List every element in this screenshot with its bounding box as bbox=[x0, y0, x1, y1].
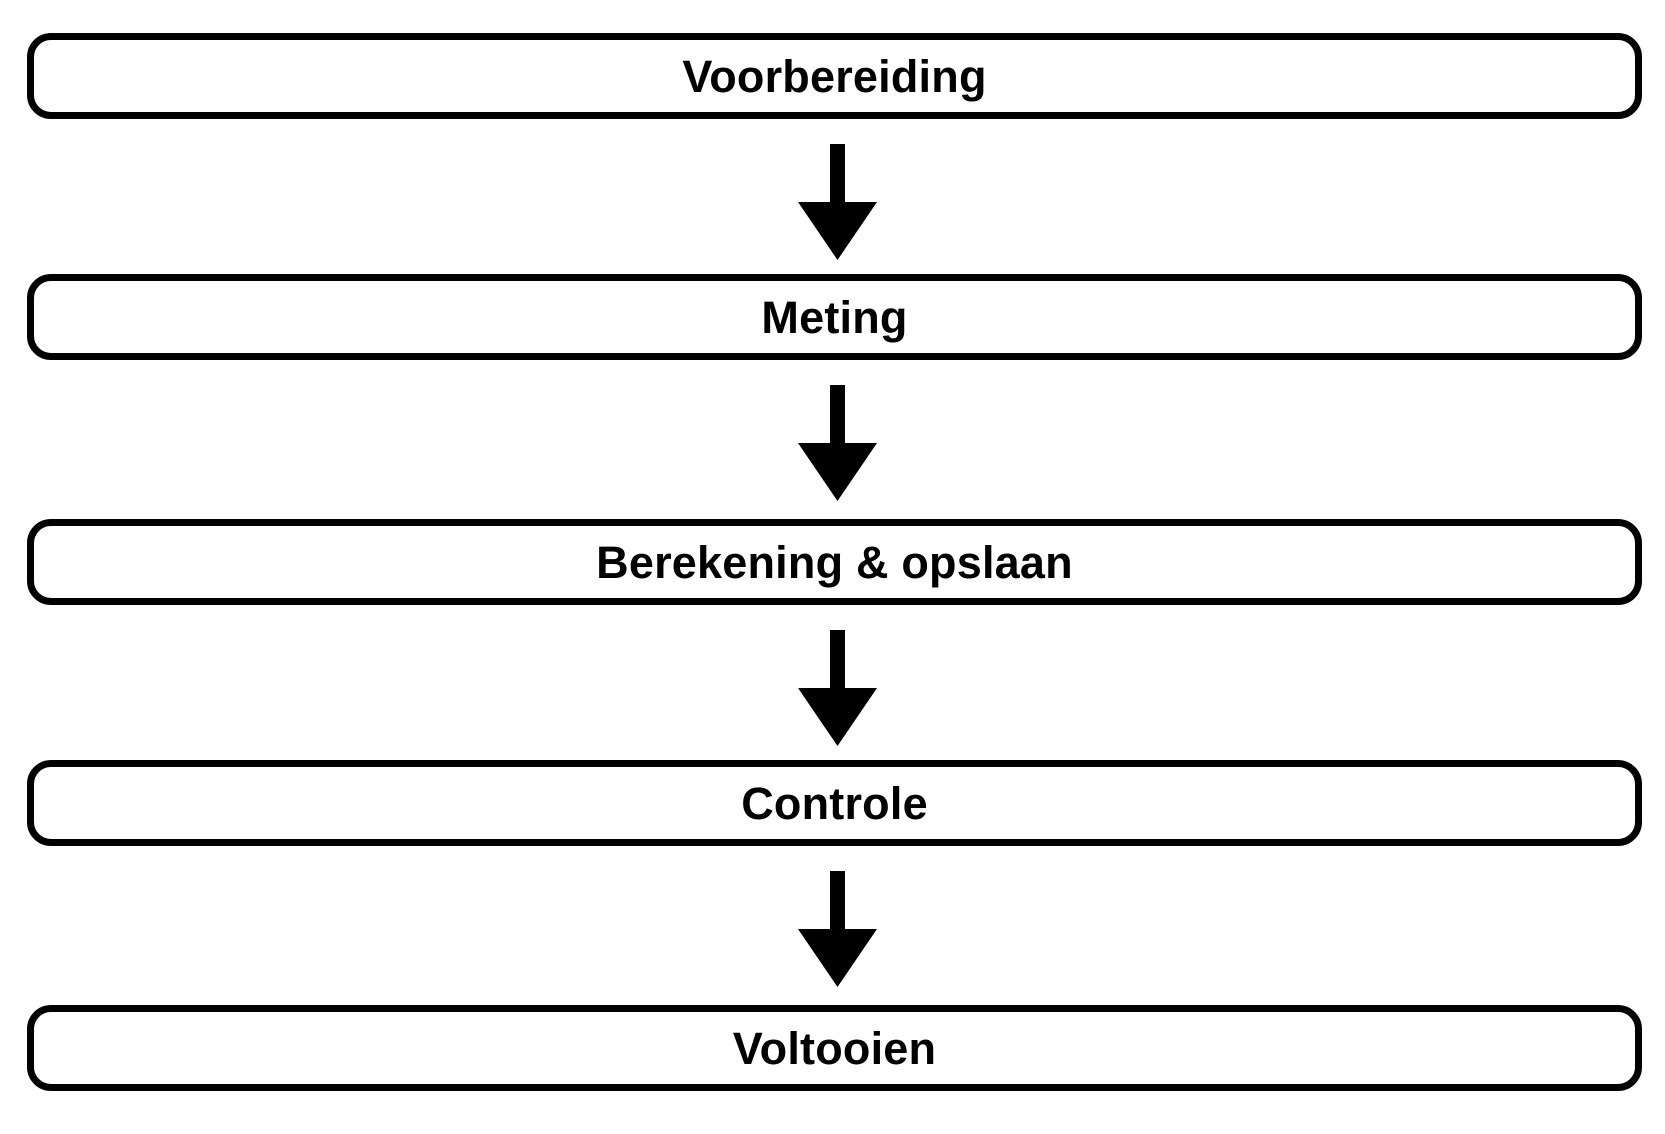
down-arrow-icon bbox=[798, 385, 877, 501]
flow-arrow-2 bbox=[798, 385, 877, 501]
down-arrow-icon bbox=[798, 871, 877, 987]
flow-arrow-4 bbox=[798, 871, 877, 987]
flow-node-label: Controle bbox=[741, 777, 928, 829]
down-arrow-icon bbox=[798, 630, 877, 746]
flow-arrow-3 bbox=[798, 630, 877, 746]
flow-arrow-1 bbox=[798, 144, 877, 260]
flow-node-label: Voltooien bbox=[732, 1022, 937, 1074]
flow-node-label: Meting bbox=[761, 291, 908, 343]
down-arrow-icon bbox=[798, 144, 877, 260]
flow-node-label: Berekening & opslaan bbox=[596, 536, 1073, 588]
flow-node-voorbereiding[interactable]: Voorbereiding bbox=[27, 33, 1642, 119]
flow-node-label: Voorbereiding bbox=[682, 50, 987, 102]
flow-node-berekening-opslaan[interactable]: Berekening & opslaan bbox=[27, 519, 1642, 605]
flow-node-meting[interactable]: Meting bbox=[27, 274, 1642, 360]
flow-node-voltooien[interactable]: Voltooien bbox=[27, 1005, 1642, 1091]
flow-node-controle[interactable]: Controle bbox=[27, 760, 1642, 846]
